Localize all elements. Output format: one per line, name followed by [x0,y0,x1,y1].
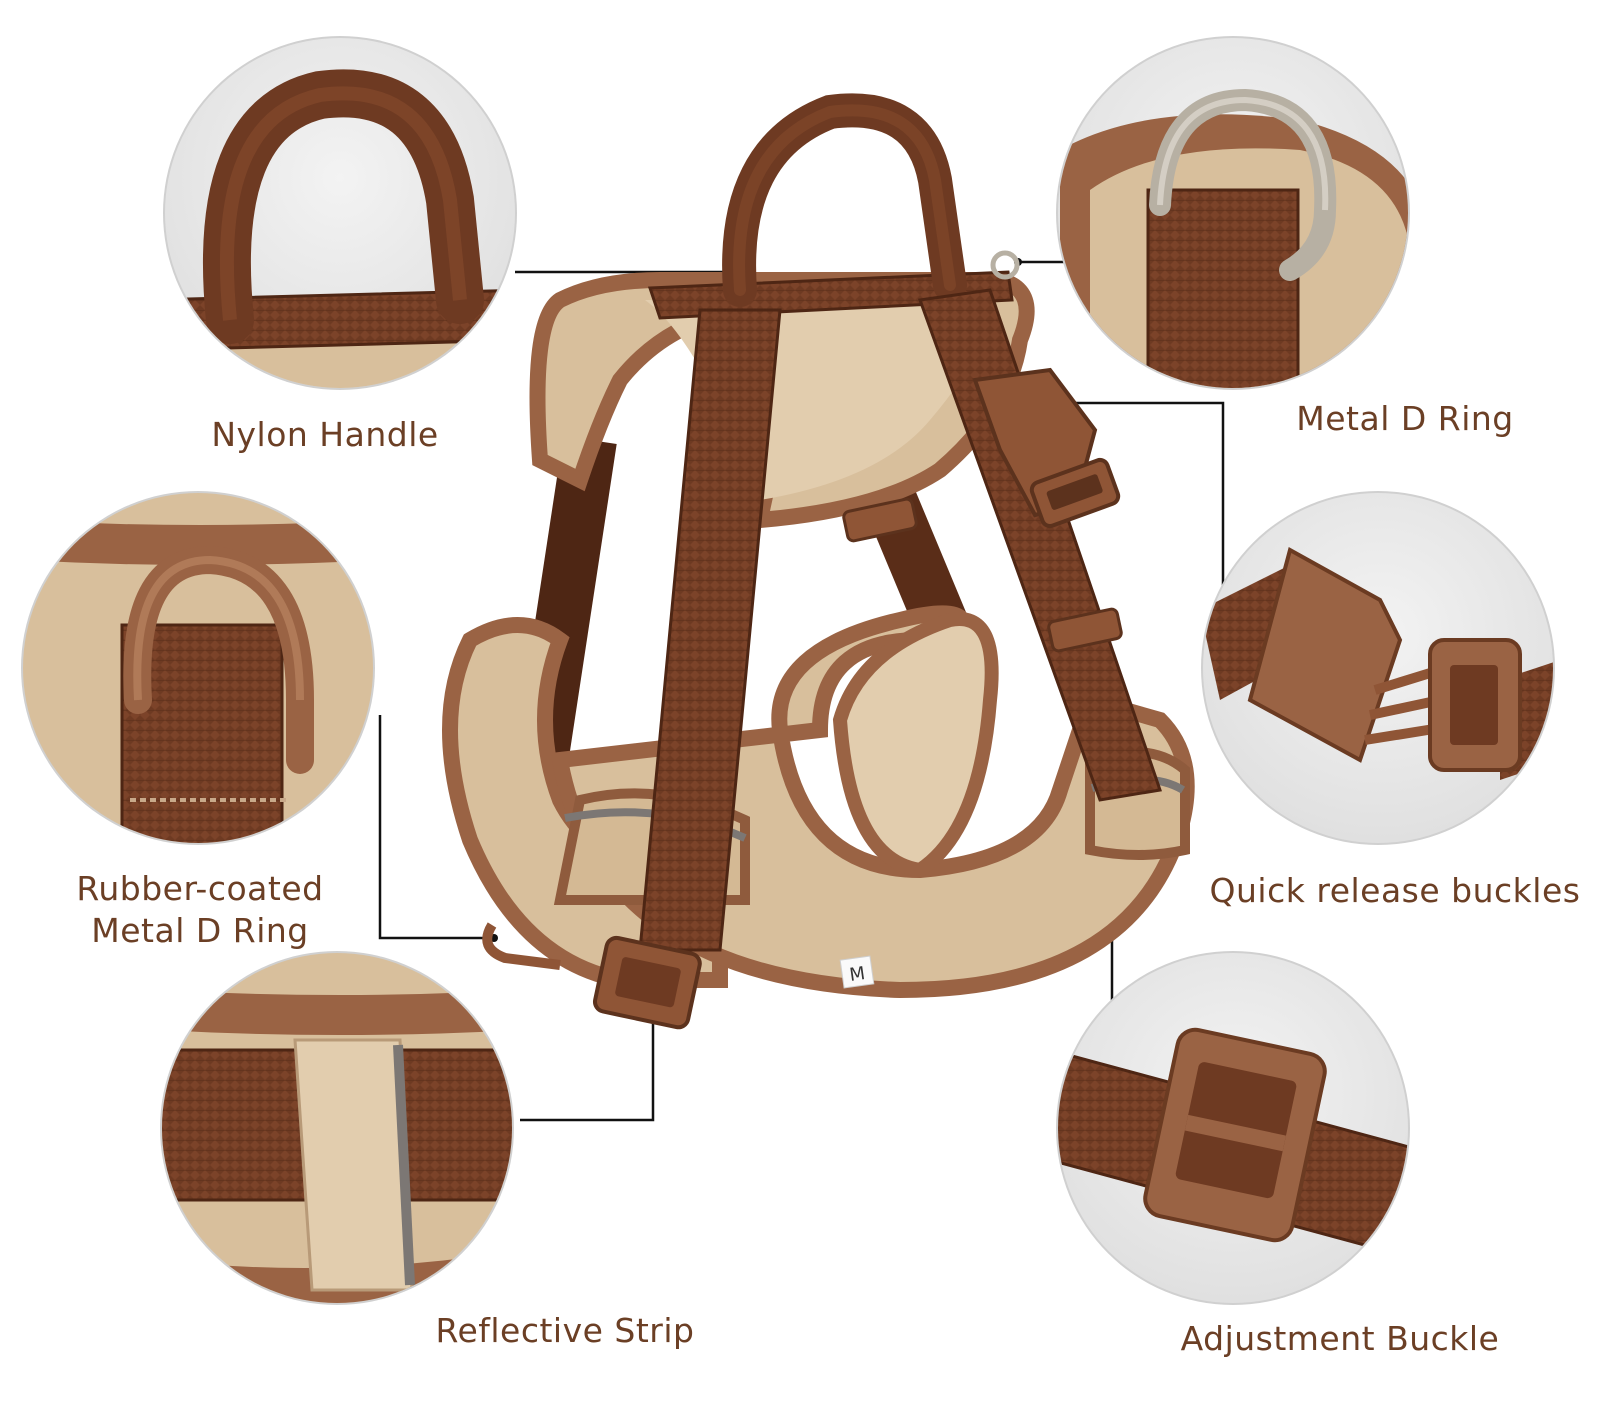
leader-line-rubber-d-ring [378,715,494,940]
harness-quick-release-buckle-icon [972,367,1121,529]
harness-adjustment-buckle-icon [592,935,702,1030]
nylon-handle-label: Nylon Handle [211,415,439,454]
leader-line-quick-release [1043,401,1225,672]
metal-d-ring-closeup-icon [1056,36,1410,390]
size-tag: M [848,963,866,986]
nylon-handle-closeup-icon [163,36,517,390]
adjustment-buckle-label: Adjustment Buckle [1180,1319,1500,1358]
adjustment-buckle-closeup-icon [1056,951,1410,1305]
quick-release-buckles-label: Quick release buckles [1209,871,1581,910]
metal-d-ring-label: Metal D Ring [1296,399,1514,438]
rubber-coated-d-ring-label-line1: Rubber-coated [76,869,324,908]
quick-release-buckle-closeup-icon [1201,491,1555,845]
reflective-strip-label: Reflective Strip [435,1311,695,1350]
rubber-coated-d-ring-label: Rubber-coated Metal D Ring [50,868,350,952]
rubber-coated-d-ring-label-line2: Metal D Ring [91,911,309,950]
dog-harness-icon: M [442,93,1195,1030]
rubber-coated-d-ring-closeup-icon [21,491,375,845]
reflective-strip-closeup-icon [160,951,514,1305]
